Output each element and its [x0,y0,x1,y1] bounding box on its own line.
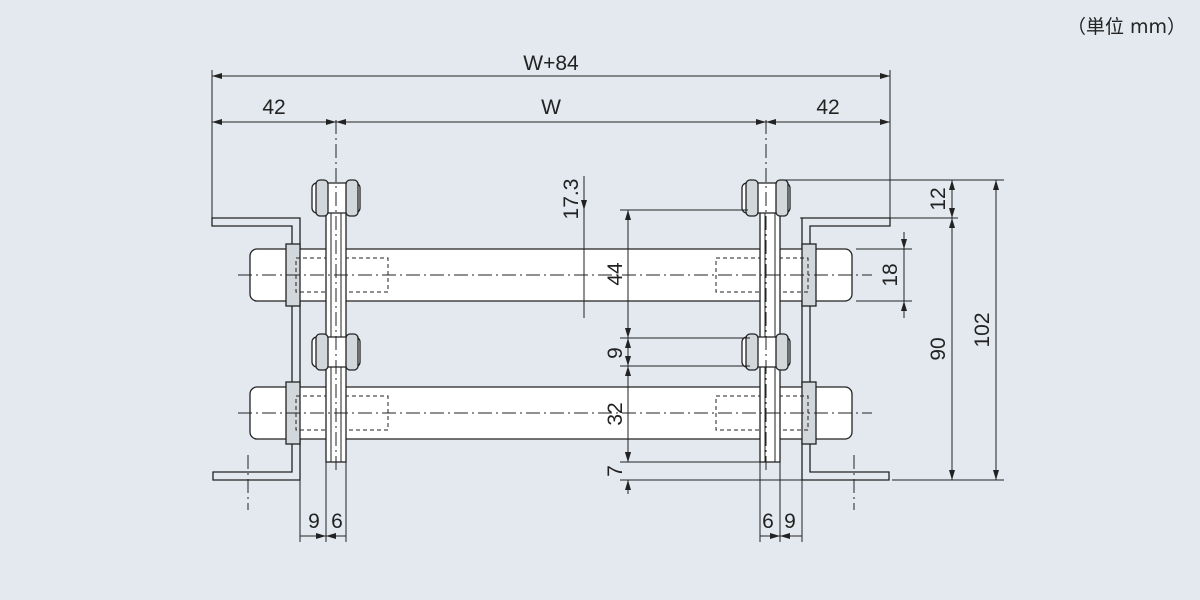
dim-frame-height: 90 [927,337,950,360]
dim-top-gap: 12 [927,187,950,210]
dim-left-bottom-b: 6 [331,510,343,533]
dim-left-offset: 42 [262,96,285,119]
dim-lower-span: 32 [604,402,627,425]
right-chain-assembly [741,179,791,463]
dim-right-offset: 42 [816,96,839,119]
extension-lines [211,70,1004,542]
dim-link-gap: 9 [604,347,627,359]
dim-overall-width: W+84 [523,52,579,75]
dim-left-bottom-a: 9 [308,510,320,533]
dim-right-bottom-a: 6 [762,510,774,533]
dim-chain-pitch-top: 17.3 [560,179,583,220]
dim-roller-dia-span: 44 [604,262,627,286]
dim-roller-pitch: 18 [879,263,902,286]
dim-right-bottom-b: 9 [784,510,796,533]
dim-total-height: 102 [971,312,994,347]
dim-inner-width: W [541,96,561,119]
dim-bottom-gap: 7 [604,465,627,477]
unit-label: （単位 mm） [1066,16,1186,38]
dimension-lines [212,73,999,539]
center-lines [238,120,872,510]
